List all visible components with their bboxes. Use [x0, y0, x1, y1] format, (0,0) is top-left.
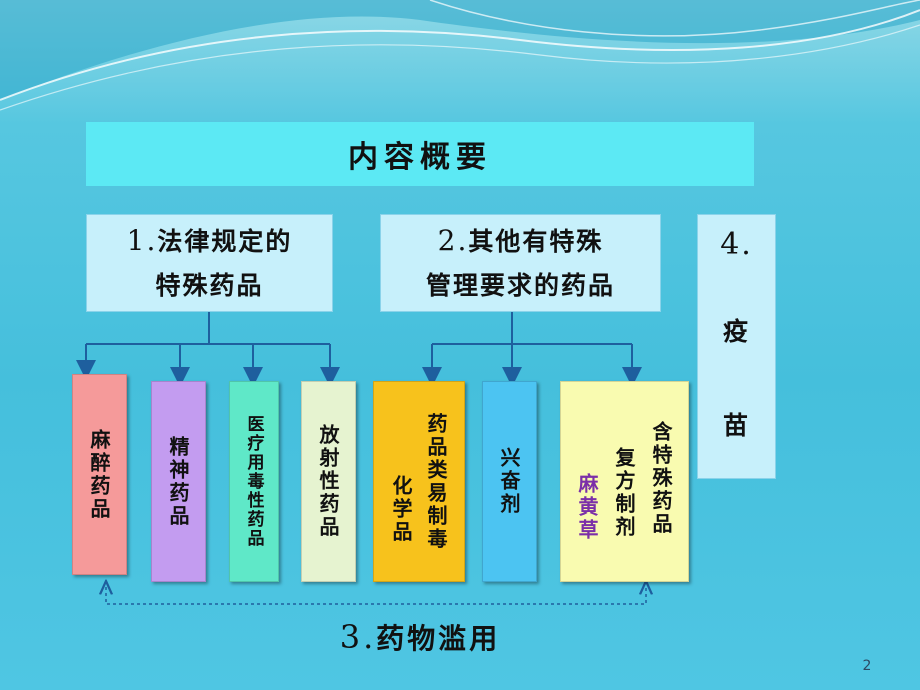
item-label: 麻醉药品	[87, 428, 111, 521]
drug-abuse-label: 3.药物滥用	[300, 612, 540, 662]
item-medical-toxic-drugs: 医疗用毒性药品	[229, 381, 279, 582]
item-label: 兴奋剂	[497, 447, 521, 516]
item-radioactive-drugs: 放射性药品	[301, 381, 356, 582]
category-line2: 特殊药品	[155, 270, 264, 300]
item-label-col1: 含特殊药品	[649, 421, 673, 536]
item-label: 精神药品	[166, 435, 190, 528]
category-number: 1.	[126, 223, 158, 257]
category-line1: 其他有特殊	[468, 226, 604, 256]
category-number: 2.	[437, 223, 469, 257]
category-line1: 法律规定的	[157, 226, 293, 256]
category-other-special-drugs: 2.其他有特殊 管理要求的药品	[380, 214, 661, 312]
item-label-ephedra: 麻黄草	[575, 473, 599, 542]
category-legal-special-drugs: 1.法律规定的 特殊药品	[86, 214, 333, 312]
decorative-wave-header	[0, 0, 920, 111]
page-number: 2	[862, 658, 872, 674]
category-number: 4.	[720, 227, 753, 262]
item-label-col2: 复方制剂	[612, 447, 636, 539]
item-label: 放射性药品	[316, 424, 340, 539]
category-vaccines: 4. 疫 苗	[697, 214, 776, 479]
item-precursor-chemicals: 药品类易制毒 化学品	[373, 381, 465, 582]
item-label: 医疗用毒性药品	[243, 415, 264, 548]
item-compound-preparations: 含特殊药品 复方制剂 麻黄草	[560, 381, 689, 582]
item-label-col2: 化学品	[389, 474, 413, 544]
category-line2: 苗	[722, 411, 750, 440]
item-label-col1: 药品类易制毒	[424, 412, 448, 551]
item-psychotropic-drugs: 精神药品	[151, 381, 206, 582]
item-stimulants: 兴奋剂	[482, 381, 537, 582]
page-title: 内容概要	[86, 122, 754, 186]
category-line1: 疫	[722, 317, 750, 346]
footer-text: 药物滥用	[376, 622, 501, 655]
item-anesthetic-drugs: 麻醉药品	[72, 374, 127, 575]
footer-number: 3.	[339, 618, 377, 656]
category-line2: 管理要求的药品	[425, 270, 615, 300]
